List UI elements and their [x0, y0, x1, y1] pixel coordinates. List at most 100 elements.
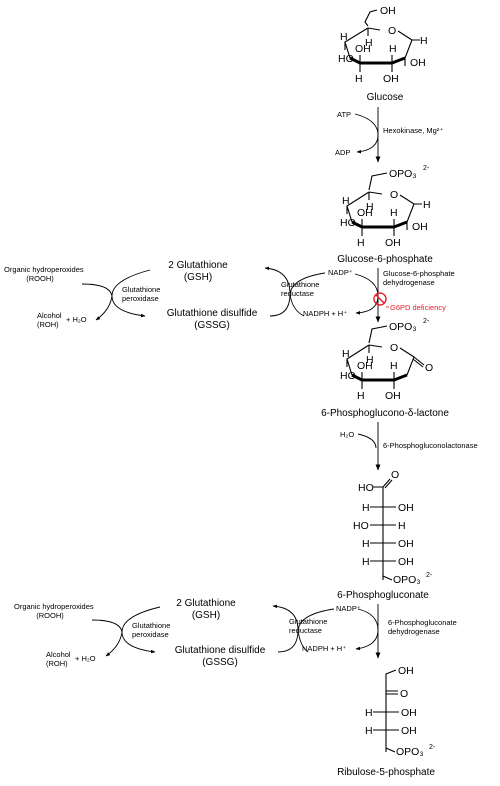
atom-h: H [365, 725, 373, 737]
atom-o: O [390, 342, 398, 354]
atom-h: H [398, 520, 406, 532]
gsh-label-abbr: (GSH) [184, 272, 212, 283]
atom-phosphate: OPO₃ [396, 746, 424, 758]
peroxidase-label-1: Glutathione [122, 285, 160, 294]
nadp-link-arc [297, 608, 335, 653]
product-water: + H₂O [75, 654, 96, 663]
atom-h: H [366, 201, 374, 213]
gsh-label: 2 Glutathione [176, 598, 236, 609]
atom-h: H [365, 707, 373, 719]
enzyme-hexokinase: Hexokinase, Mg²⁺ [383, 126, 443, 135]
atom-ho: HO [353, 520, 369, 532]
atom-oh: OH [401, 725, 417, 737]
atom-charge: 2- [429, 744, 436, 751]
lactone-structure: OPO₃ 2- O O H H HO OH H H OH [340, 318, 433, 402]
reductase-label-1: Glutathione [281, 280, 319, 289]
product-roh-1: Alcohol [46, 650, 71, 659]
atom-h: H [340, 31, 348, 43]
reductase-label-1: Glutathione [289, 617, 327, 626]
atom-oh: OH [383, 73, 399, 85]
atom-h: H [357, 390, 365, 402]
atom-oh: HO [340, 370, 356, 382]
glutathione-cycle-lower: 2 Glutathione (GSH) Glutathione disulfid… [14, 598, 335, 668]
atom-h: H [365, 37, 373, 49]
cofactor-arc [355, 608, 379, 651]
enzyme-g6pd-line2: dehydrogenase [383, 278, 435, 287]
peroxidase-label-1: Glutathione [132, 621, 170, 630]
gluconate-structure: HO O H OH HO H H OH H OH OPO₃ 2- [353, 469, 433, 586]
atom-h: H [366, 354, 374, 366]
atom-o: O [391, 469, 399, 481]
enzyme-lactonase: 6-Phosphogluconolactonase [383, 441, 478, 450]
cofactor-water: H₂O [340, 430, 354, 439]
cofactor-nadp: NADP⁺ [336, 604, 361, 613]
product-roh-2: (ROH) [46, 659, 68, 668]
reductase-label-2: reductase [281, 289, 314, 298]
substrate-rooh-1: Organic hydroperoxides [14, 602, 94, 611]
atom-h: H [355, 73, 363, 85]
cofactor-arc [354, 273, 379, 315]
no-entry-icon [373, 292, 387, 306]
atom-o: O [388, 25, 396, 37]
atom-oh: OH [410, 57, 426, 69]
glucose-structure: OH O H H H HO OH H OH H OH [338, 5, 428, 85]
atom-h: H [420, 35, 428, 47]
cofactor-atp: ATP [337, 110, 351, 119]
enzyme-g6pd-line1: Glucose-6-phosphate [383, 269, 455, 278]
atom-oh: OH [412, 221, 428, 233]
atom-o: O [425, 362, 433, 374]
atom-h: H [342, 195, 350, 207]
substrate-rooh-2: (ROOH) [36, 611, 64, 620]
gssg-label: Glutathione disulfide [175, 645, 266, 656]
atom-oh: OH [357, 207, 373, 219]
atom-phosphate: OPO₃ [393, 574, 421, 586]
atom-oh: OH [380, 5, 396, 17]
atom-h: H [362, 502, 370, 514]
peroxidase-label-2: peroxidase [122, 294, 159, 303]
atom-oh: OH [385, 237, 401, 249]
peroxide-arc [81, 283, 113, 321]
atom-charge: 2- [423, 318, 430, 325]
cofactor-arc [357, 433, 377, 449]
atom-h: H [390, 360, 398, 372]
atom-oh: OH [398, 502, 414, 514]
cofactor-nadph: NADPH + H⁺ [303, 309, 347, 318]
atom-carboxyl-ho: HO [358, 482, 374, 494]
atom-oh: OH [355, 43, 371, 55]
atom-charge: 2- [423, 165, 430, 172]
atom-charge: 2- [426, 572, 433, 579]
product-roh-2: (ROH) [37, 320, 59, 329]
peroxide-arc [91, 619, 123, 657]
atom-oh: OH [401, 707, 417, 719]
glucose-6-phosphate-structure: OPO₃ 2- O H H H HO OH H OH H OH [340, 165, 431, 249]
atom-oh: HO [340, 217, 356, 229]
atom-o: O [390, 189, 398, 201]
cofactor-adp: ADP [335, 148, 350, 157]
cofactor-nadph: NADPH + H⁺ [302, 644, 346, 653]
gsh-label: 2 Glutathione [168, 260, 228, 271]
peroxidase-label-2: peroxidase [132, 630, 169, 639]
enzyme-6pgd-line2: dehydrogenase [388, 627, 440, 636]
substrate-rooh-1: Organic hydroperoxides [4, 265, 84, 274]
atom-h: H [357, 237, 365, 249]
atom-oh: HO [338, 53, 354, 65]
atom-h: H [362, 556, 370, 568]
nadp-link-arc [289, 272, 326, 317]
compound-glucose: Glucose [367, 92, 404, 103]
atom-oh: OH [398, 665, 414, 677]
gsh-label-abbr: (GSH) [192, 610, 220, 621]
cofactor-arc [354, 113, 379, 154]
ribulose-5-phosphate-structure: OH O H OH H OH OPO₃ 2- [365, 665, 436, 758]
product-roh-1: Alcohol [37, 311, 62, 320]
enzyme-6pgd-line1: 6-Phosphogluconate [388, 618, 457, 627]
reductase-label-2: reductase [289, 626, 322, 635]
gssg-label: Glutathione disulfide [167, 308, 258, 319]
compound-glucose-6-phosphate: Glucose-6-phosphate [337, 254, 433, 265]
atom-phosphate: OPO₃ [389, 168, 417, 180]
atom-h: H [342, 348, 350, 360]
gssg-label-abbr: (GSSG) [194, 320, 230, 331]
atom-h: H [423, 199, 431, 211]
atom-oh: OH [357, 360, 373, 372]
gssg-label-abbr: (GSSG) [202, 657, 238, 668]
